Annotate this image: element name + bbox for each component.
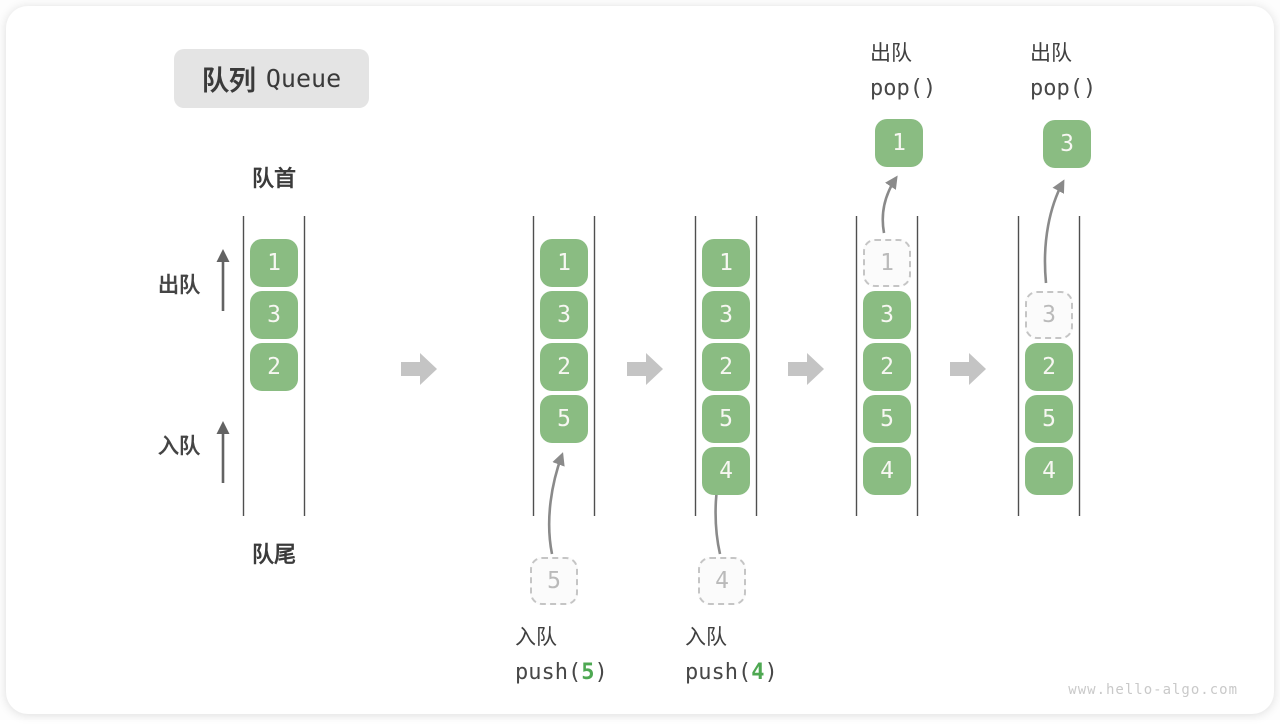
push-code-pre: push( — [685, 660, 752, 685]
push-code: push(4) — [685, 660, 778, 685]
block-arrow-icon — [950, 353, 986, 385]
queue-cell-s1-r3: 2 — [250, 343, 298, 391]
queue-cell-s4-r3: 2 — [863, 343, 911, 391]
block-arrow-icon — [627, 353, 663, 385]
block-arrow-icon — [788, 353, 824, 385]
popped-cell-3: 3 — [1043, 120, 1091, 168]
queue-cell-s3-r4: 5 — [702, 395, 750, 443]
queue-cell-s4-r4: 5 — [863, 395, 911, 443]
queue-cell-s4-r1-ghost: 1 — [863, 239, 911, 287]
arrows-layer — [216, 175, 1081, 555]
enqueue-label: 入队 — [158, 435, 200, 458]
incoming-cell-5: 5 — [530, 557, 578, 605]
queue-cell-s3-r1: 1 — [702, 239, 750, 287]
queue-cell-s2-r2: 3 — [540, 291, 588, 339]
push-code-post: ) — [764, 660, 778, 685]
pop-annotation-1: 出队 pop() — [870, 37, 936, 101]
push-code-post: ) — [594, 660, 608, 685]
queue-cell-s1-r1: 1 — [250, 239, 298, 287]
popped-cell-1: 1 — [875, 119, 923, 167]
pop-label-zh: 出队 — [1030, 42, 1072, 65]
push-code-value: 4 — [751, 660, 765, 685]
pop-annotation-2: 出队 pop() — [1030, 37, 1096, 101]
queue-cell-s3-r3: 2 — [702, 343, 750, 391]
title-en: Queue — [265, 64, 342, 93]
title-zh: 队列 — [201, 66, 256, 96]
pop-label-zh: 出队 — [870, 42, 912, 65]
queue-cell-s2-r4: 5 — [540, 395, 588, 443]
push-label-zh: 入队 — [515, 626, 557, 649]
queue-cell-s2-r3: 2 — [540, 343, 588, 391]
title-badge: 队列 Queue — [174, 49, 369, 108]
dequeue-label: 出队 — [158, 274, 200, 297]
front-label: 队首 — [251, 166, 297, 191]
incoming-cell-4: 4 — [698, 557, 746, 605]
queue-cell-s4-r2: 3 — [863, 291, 911, 339]
queue-cell-s3-r5: 4 — [702, 447, 750, 495]
pop3-arrow-icon — [1043, 179, 1065, 284]
queue-cell-s2-r1: 1 — [540, 239, 588, 287]
block-arrow-icon — [401, 353, 437, 385]
queue-cell-s5-r5: 4 — [1025, 447, 1073, 495]
push-code-pre: push( — [515, 660, 582, 685]
push-annotation-2: 入队 push(4) — [685, 621, 778, 685]
pop1-arrow-icon — [881, 175, 898, 234]
push-code-value: 5 — [581, 660, 595, 685]
pop-code: pop() — [870, 76, 937, 101]
push-code: push(5) — [515, 660, 608, 685]
rear-label: 队尾 — [251, 542, 297, 567]
queue-cell-s5-r3: 2 — [1025, 343, 1073, 391]
queue-cell-s3-r2: 3 — [702, 291, 750, 339]
queue-cell-s4-r5: 4 — [863, 447, 911, 495]
queue-cell-s1-r2: 3 — [250, 291, 298, 339]
queue-cell-s5-r4: 5 — [1025, 395, 1073, 443]
pop-code: pop() — [1030, 76, 1097, 101]
diagram-card: 队列 Queue 队首 队尾 出队 入队 出队 pop() 出队 pop() 入… — [6, 6, 1274, 714]
push5-arrow-icon — [547, 452, 565, 555]
push-annotation-1: 入队 push(5) — [515, 621, 608, 685]
queue-cell-s5-r2-ghost: 3 — [1025, 291, 1073, 339]
push-label-zh: 入队 — [685, 626, 727, 649]
watermark: www.hello-algo.com — [1068, 682, 1238, 698]
